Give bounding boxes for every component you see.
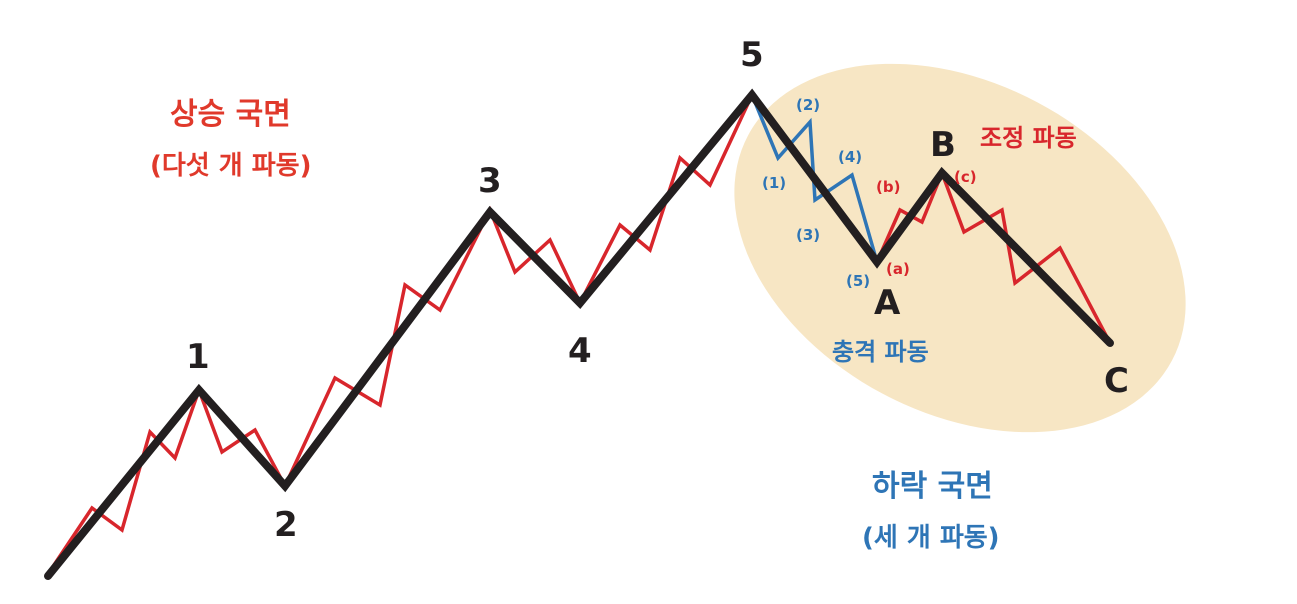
- impulse-label-1: (1): [762, 174, 786, 192]
- correction-label-c: (c): [954, 168, 977, 186]
- correction-zone-ellipse: [734, 63, 1186, 433]
- wave-label-2: 2: [274, 505, 298, 545]
- correction-label-b: (b): [876, 178, 900, 196]
- impulse-sub-wave-line: [750, 94, 879, 263]
- impulse-wave-label: 충격 파동: [832, 338, 929, 366]
- down-phase-title: 하락 국면: [872, 469, 993, 504]
- impulse-label-2: (2): [796, 96, 820, 114]
- wave-label-B: B: [930, 125, 956, 165]
- impulse-label-3: (3): [796, 226, 820, 244]
- impulse-label-5: (5): [846, 272, 870, 290]
- main-wave-line: [44, 88, 1114, 580]
- up-phase-subtitle: (다섯 개 파동): [150, 151, 311, 181]
- wave-label-3: 3: [478, 161, 502, 201]
- wave-label-C: C: [1104, 361, 1129, 401]
- wave-label-4: 4: [568, 331, 592, 371]
- wave-label-5: 5: [740, 35, 764, 75]
- down-phase-subtitle: (세 개 파동): [862, 523, 1000, 553]
- correction-wave-label: 조정 파동: [980, 124, 1077, 152]
- impulse-label-4: (4): [838, 148, 862, 166]
- correction-label-a: (a): [886, 260, 910, 278]
- up-phase-title: 상승 국면: [170, 97, 291, 132]
- wave-label-1: 1: [186, 337, 210, 377]
- wave-label-A: A: [874, 283, 901, 323]
